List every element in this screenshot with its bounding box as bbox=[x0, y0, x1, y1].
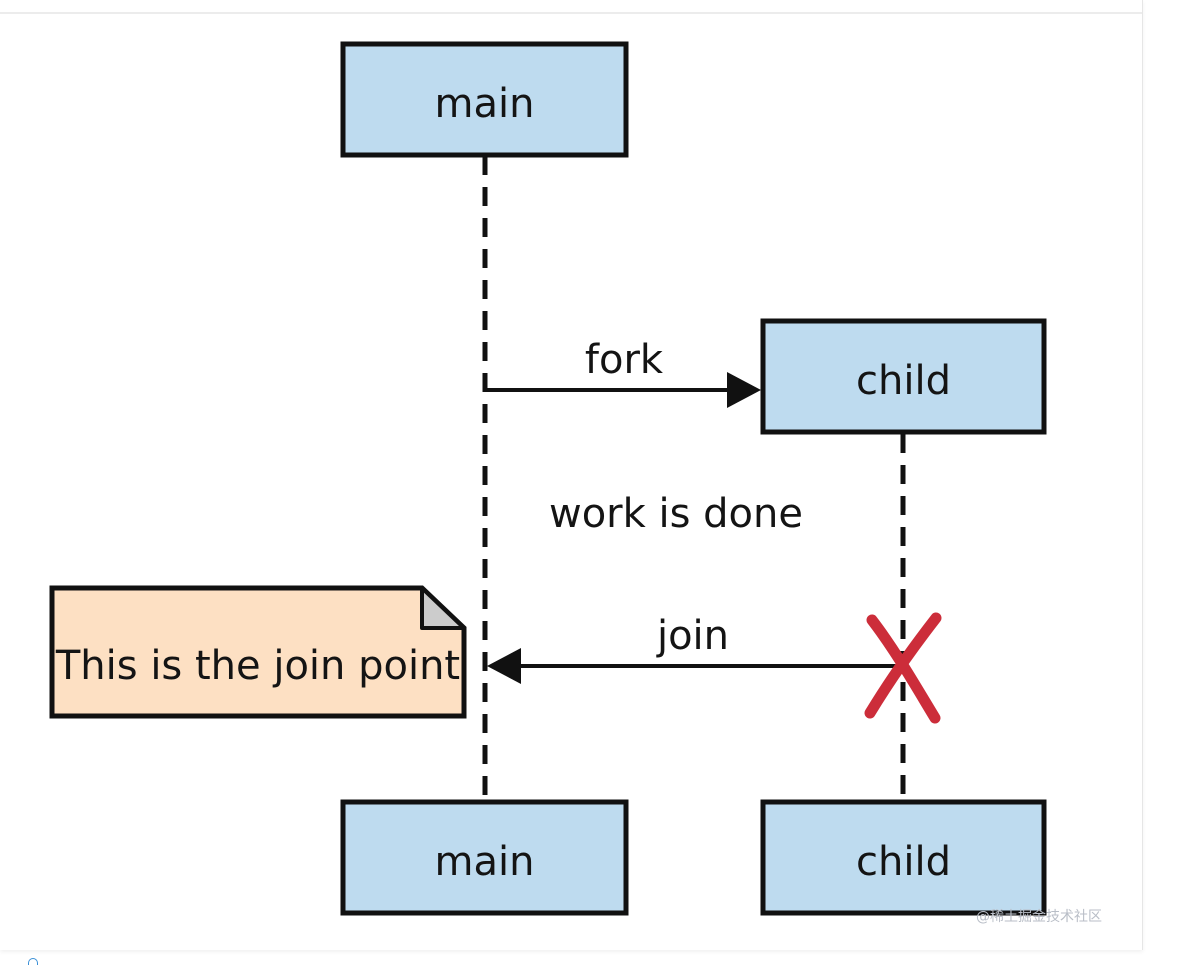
join-message: join bbox=[487, 613, 903, 684]
participant-child-bottom-label: child bbox=[856, 839, 951, 885]
corner-marker-icon bbox=[28, 958, 38, 965]
participant-child-bottom: child bbox=[760, 799, 1047, 916]
termination-x-icon bbox=[864, 612, 942, 724]
participant-child-top: child bbox=[760, 318, 1047, 435]
note-text: This is the join point bbox=[55, 643, 460, 689]
fork-label: fork bbox=[585, 337, 664, 383]
join-arrowhead-icon bbox=[487, 648, 521, 684]
join-point-note: This is the join point bbox=[49, 585, 467, 719]
work-done-label: work is done bbox=[549, 491, 803, 537]
image-frame bbox=[1142, 0, 1143, 950]
fork-arrowhead-icon bbox=[727, 372, 761, 408]
fork-message: fork bbox=[485, 337, 761, 408]
participant-main-top-label: main bbox=[435, 81, 535, 127]
participant-main-bottom: main bbox=[340, 799, 629, 916]
participant-child-top-label: child bbox=[856, 358, 951, 404]
join-label: join bbox=[656, 613, 729, 659]
participant-main-bottom-label: main bbox=[435, 839, 535, 885]
watermark: @稀土掘金技术社区 bbox=[976, 909, 1102, 925]
participant-main-top: main bbox=[340, 41, 629, 158]
note-fold-icon bbox=[420, 586, 466, 630]
top-divider bbox=[0, 12, 1142, 14]
